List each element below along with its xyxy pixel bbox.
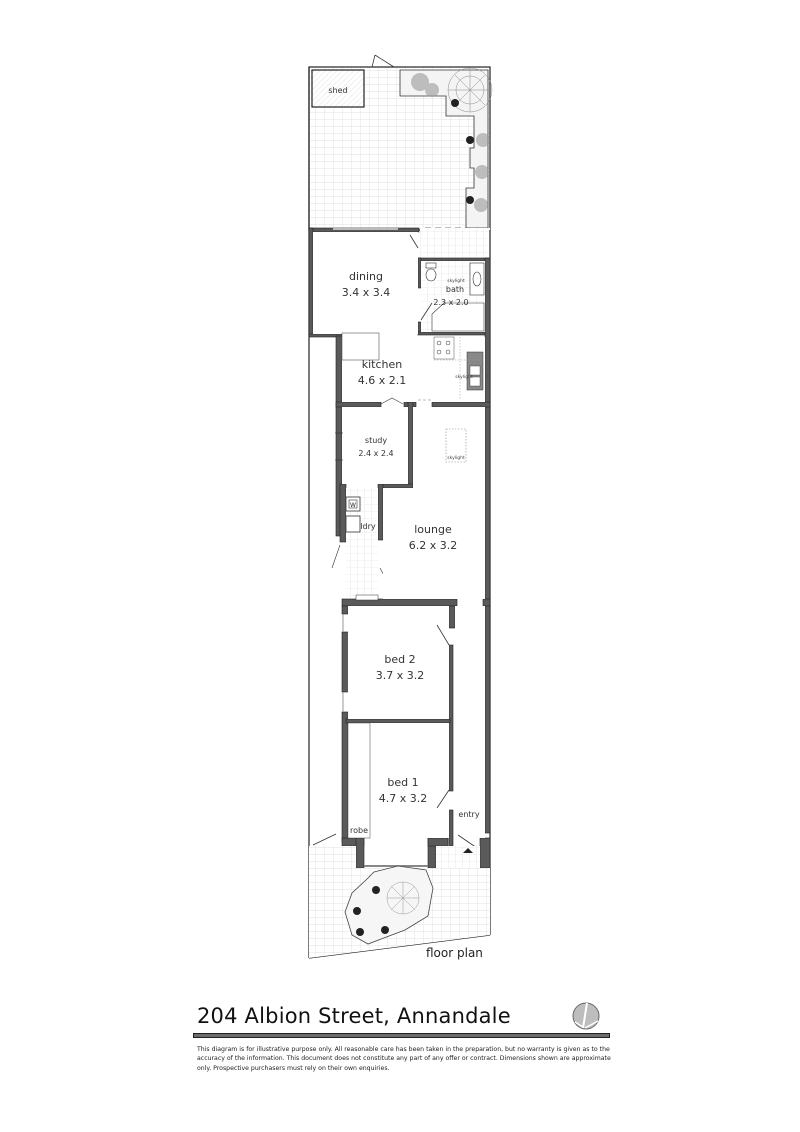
title-divider [193,1033,610,1038]
circle-segments-logo-icon [572,1002,600,1030]
washing-machine-icon: W [345,496,361,512]
property-address-title: 204 Albion Street, Annandale [197,1004,511,1028]
front-garden-bed [344,865,434,945]
bath-skylight-label: skylight [447,278,465,284]
tree-icon [447,67,493,113]
front-yard: floor plan [309,833,490,960]
dining-label: dining [349,270,383,283]
backyard: shed [308,54,493,258]
shrub-icon [411,73,490,212]
floor-plan-caption: floor plan [426,946,483,960]
laundry-tub-icon [345,515,361,533]
lounge-skylight-label: skylight [447,455,465,461]
svg-text:W: W [350,502,356,509]
robe [347,722,371,839]
kitchen-skylight-label: skylight [455,374,473,380]
side-gate-icon [312,833,337,846]
kitchen-island [341,332,380,361]
room-study: study 2.4 x 2.4 [335,407,408,496]
room-bath: skylight bath 2.3 x 2.0 [420,261,485,332]
bed1-dims: 4.7 x 3.2 [379,792,428,805]
palm-icon [353,886,389,936]
room-laundry: W ldry [331,488,393,601]
disclaimer-text: This diagram is for illustrative purpose… [197,1046,611,1072]
study-label: study [365,436,387,445]
door-swing-icon [409,234,419,249]
entry-label: entry [458,810,479,819]
basin-icon [469,262,485,296]
entry-arrow-icon [463,848,473,853]
door-swing-icon [436,624,450,646]
door-swing-icon [420,302,433,321]
front-door-icon [457,834,478,849]
bed2-dims: 3.7 x 3.2 [376,669,425,682]
room-bed1: robe bed 1 4.7 x 3.2 [347,722,450,867]
bath-dims: 2.3 x 2.0 [433,298,468,307]
kitchen-dims: 4.6 x 2.1 [358,374,407,387]
room-bed2: bed 2 3.7 x 3.2 [342,606,450,719]
window-icon [380,397,404,405]
room-lounge: skylight lounge 6.2 x 3.2 [383,407,485,613]
dining-dims: 3.4 x 3.4 [342,286,391,299]
lounge-dims: 6.2 x 3.2 [409,539,458,552]
shed: shed [311,69,365,108]
garden-bed [399,67,493,229]
skylight-icon [445,428,467,463]
sink-icon [466,351,484,391]
bathtub-icon [431,302,485,332]
bed1-label: bed 1 [387,776,418,789]
laundry-label: ldry [360,522,376,531]
study-dims: 2.4 x 2.4 [358,449,393,458]
back-gate-icon [371,54,395,68]
kitchen-label: kitchen [362,358,403,371]
room-kitchen: skylight kitchen 4.6 x 2.1 [341,332,485,409]
bed2-label: bed 2 [384,653,415,666]
hallway [455,606,485,838]
tree-icon [386,881,420,915]
entry: entry [436,810,480,868]
lounge-label: lounge [414,523,452,536]
toilet-icon [425,262,437,282]
shed-label: shed [328,86,347,95]
robe-label: robe [350,826,368,835]
room-dining: dining 3.4 x 3.4 [313,228,419,334]
bath-label: bath [446,285,464,294]
palm-icon [451,99,474,204]
door-swing-icon [436,789,450,809]
cooktop-icon [433,336,455,360]
door-swing-icon [331,544,341,569]
